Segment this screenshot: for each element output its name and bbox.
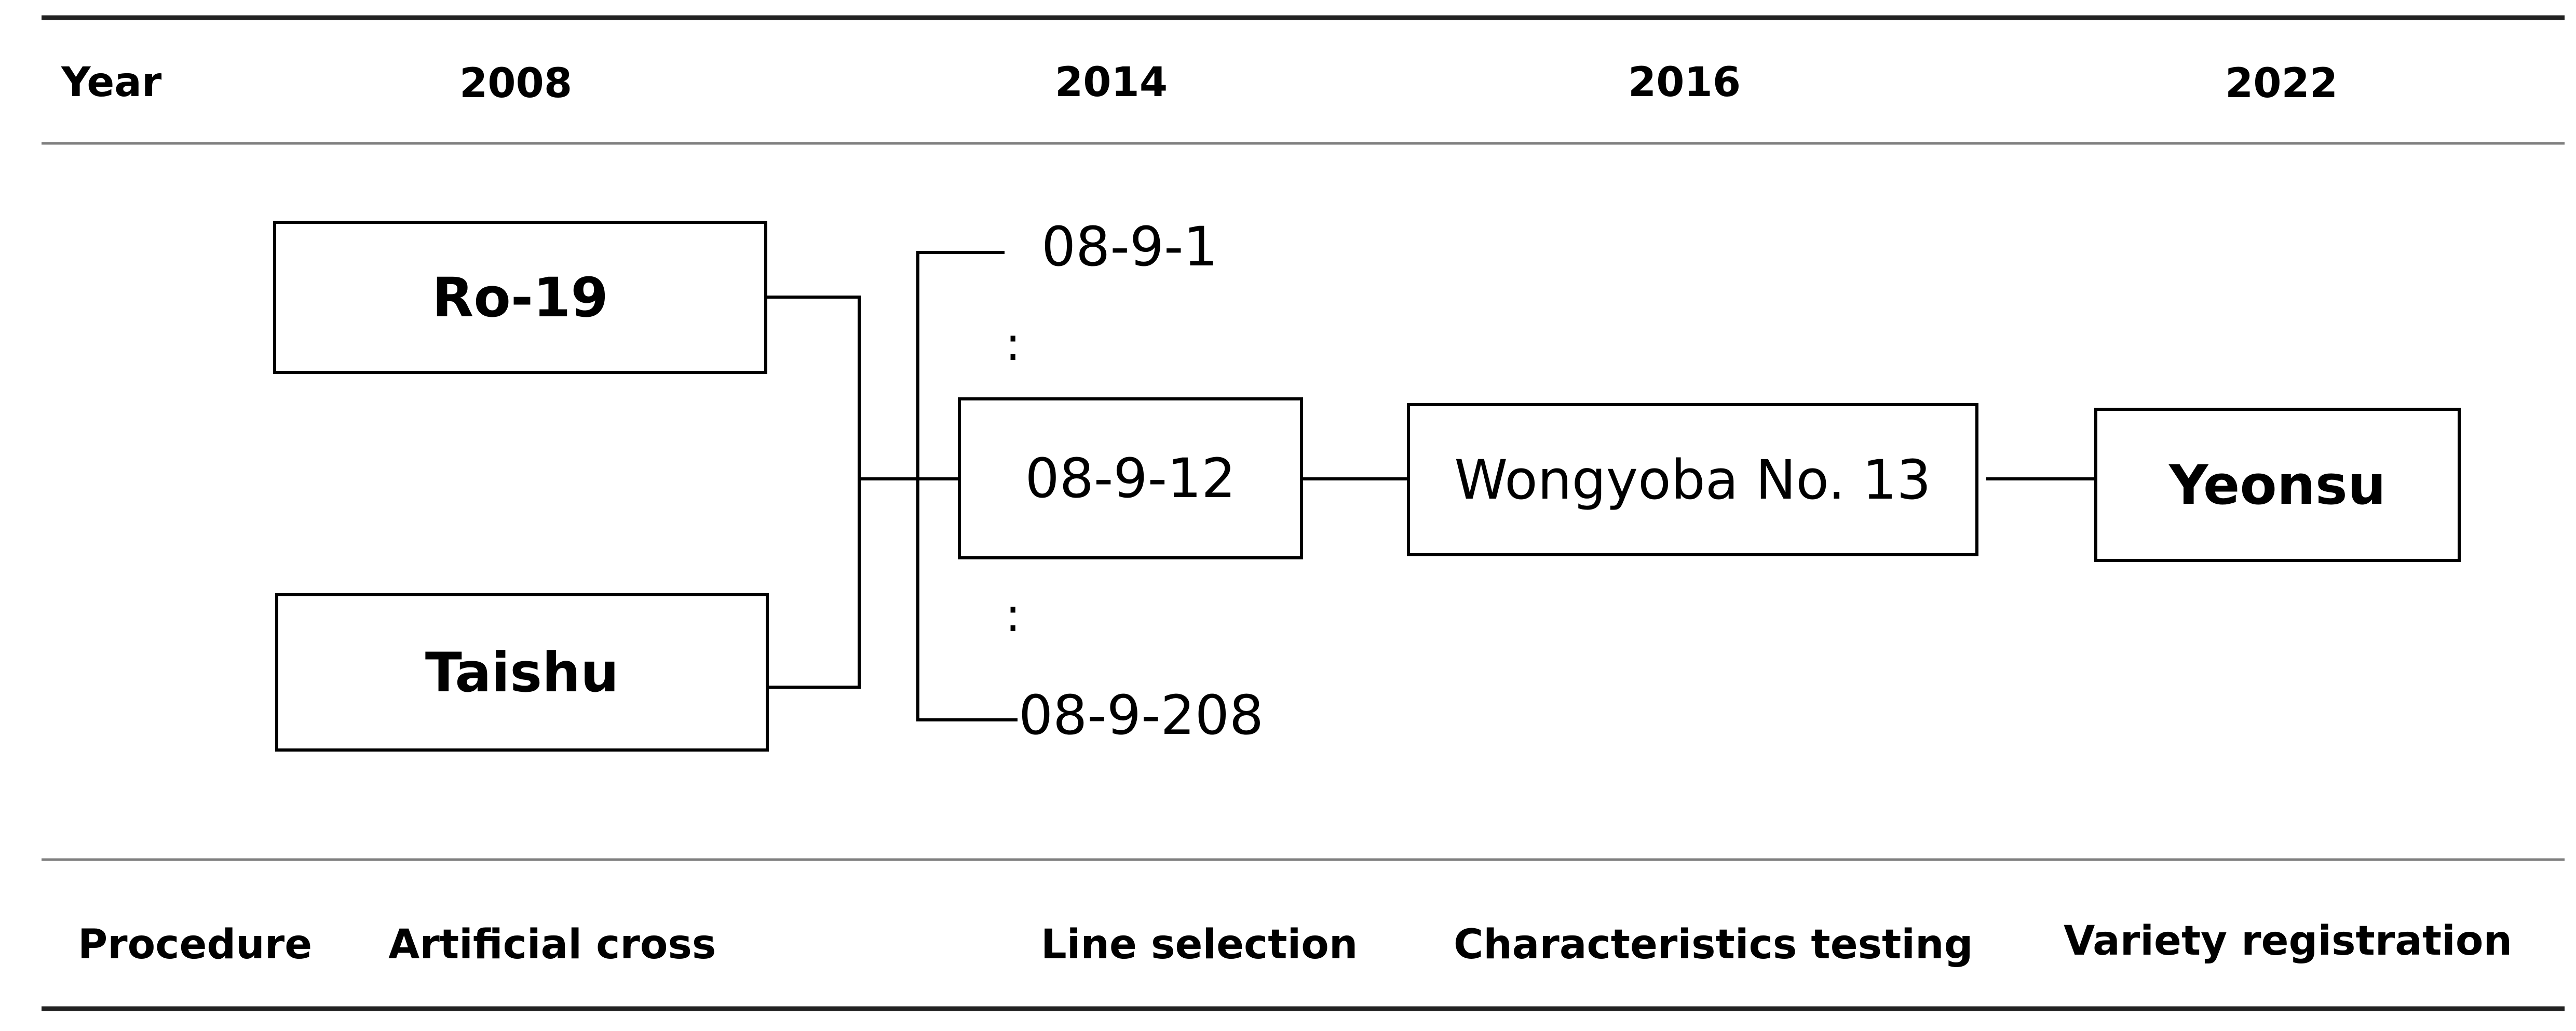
parent-box-ro-19: Ro-19 [273,221,767,374]
testing-label: Wongyoba No. 13 [1454,448,1931,512]
connector-line-bracket [916,251,1018,721]
parent-box-taishu: Taishu [275,593,769,752]
year-2008: 2008 [459,60,573,107]
selected-line-box: 08-9-12 [958,397,1303,559]
ellipsis-upper: : [1005,317,1021,371]
step-characteristics-testing: Characteristics testing [1454,921,1973,968]
year-2016: 2016 [1628,59,1741,106]
parent-label-ro-19: Ro-19 [432,265,608,329]
year-label: Year [61,59,162,106]
step-variety-registration: Variety registration [2064,918,2513,965]
selected-line-label: 08-9-12 [1025,447,1236,510]
procedure-label: Procedure [78,921,313,968]
variety-box: Yeonsu [2094,408,2461,562]
line-08-9-208: 08-9-208 [1019,684,1264,747]
step-line-selection: Line selection [1041,921,1358,968]
testing-box: Wongyoba No. 13 [1407,403,1978,556]
connector-parent1 [767,296,861,689]
year-2014: 2014 [1055,59,1168,106]
ellipsis-lower: : [1005,588,1021,642]
step-artificial-cross: Artificial cross [388,921,716,968]
parent-label-taishu: Taishu [425,640,619,704]
variety-label: Yeonsu [2169,453,2386,517]
year-2022: 2022 [2225,60,2338,107]
line-08-9-1: 08-9-1 [1041,215,1218,278]
